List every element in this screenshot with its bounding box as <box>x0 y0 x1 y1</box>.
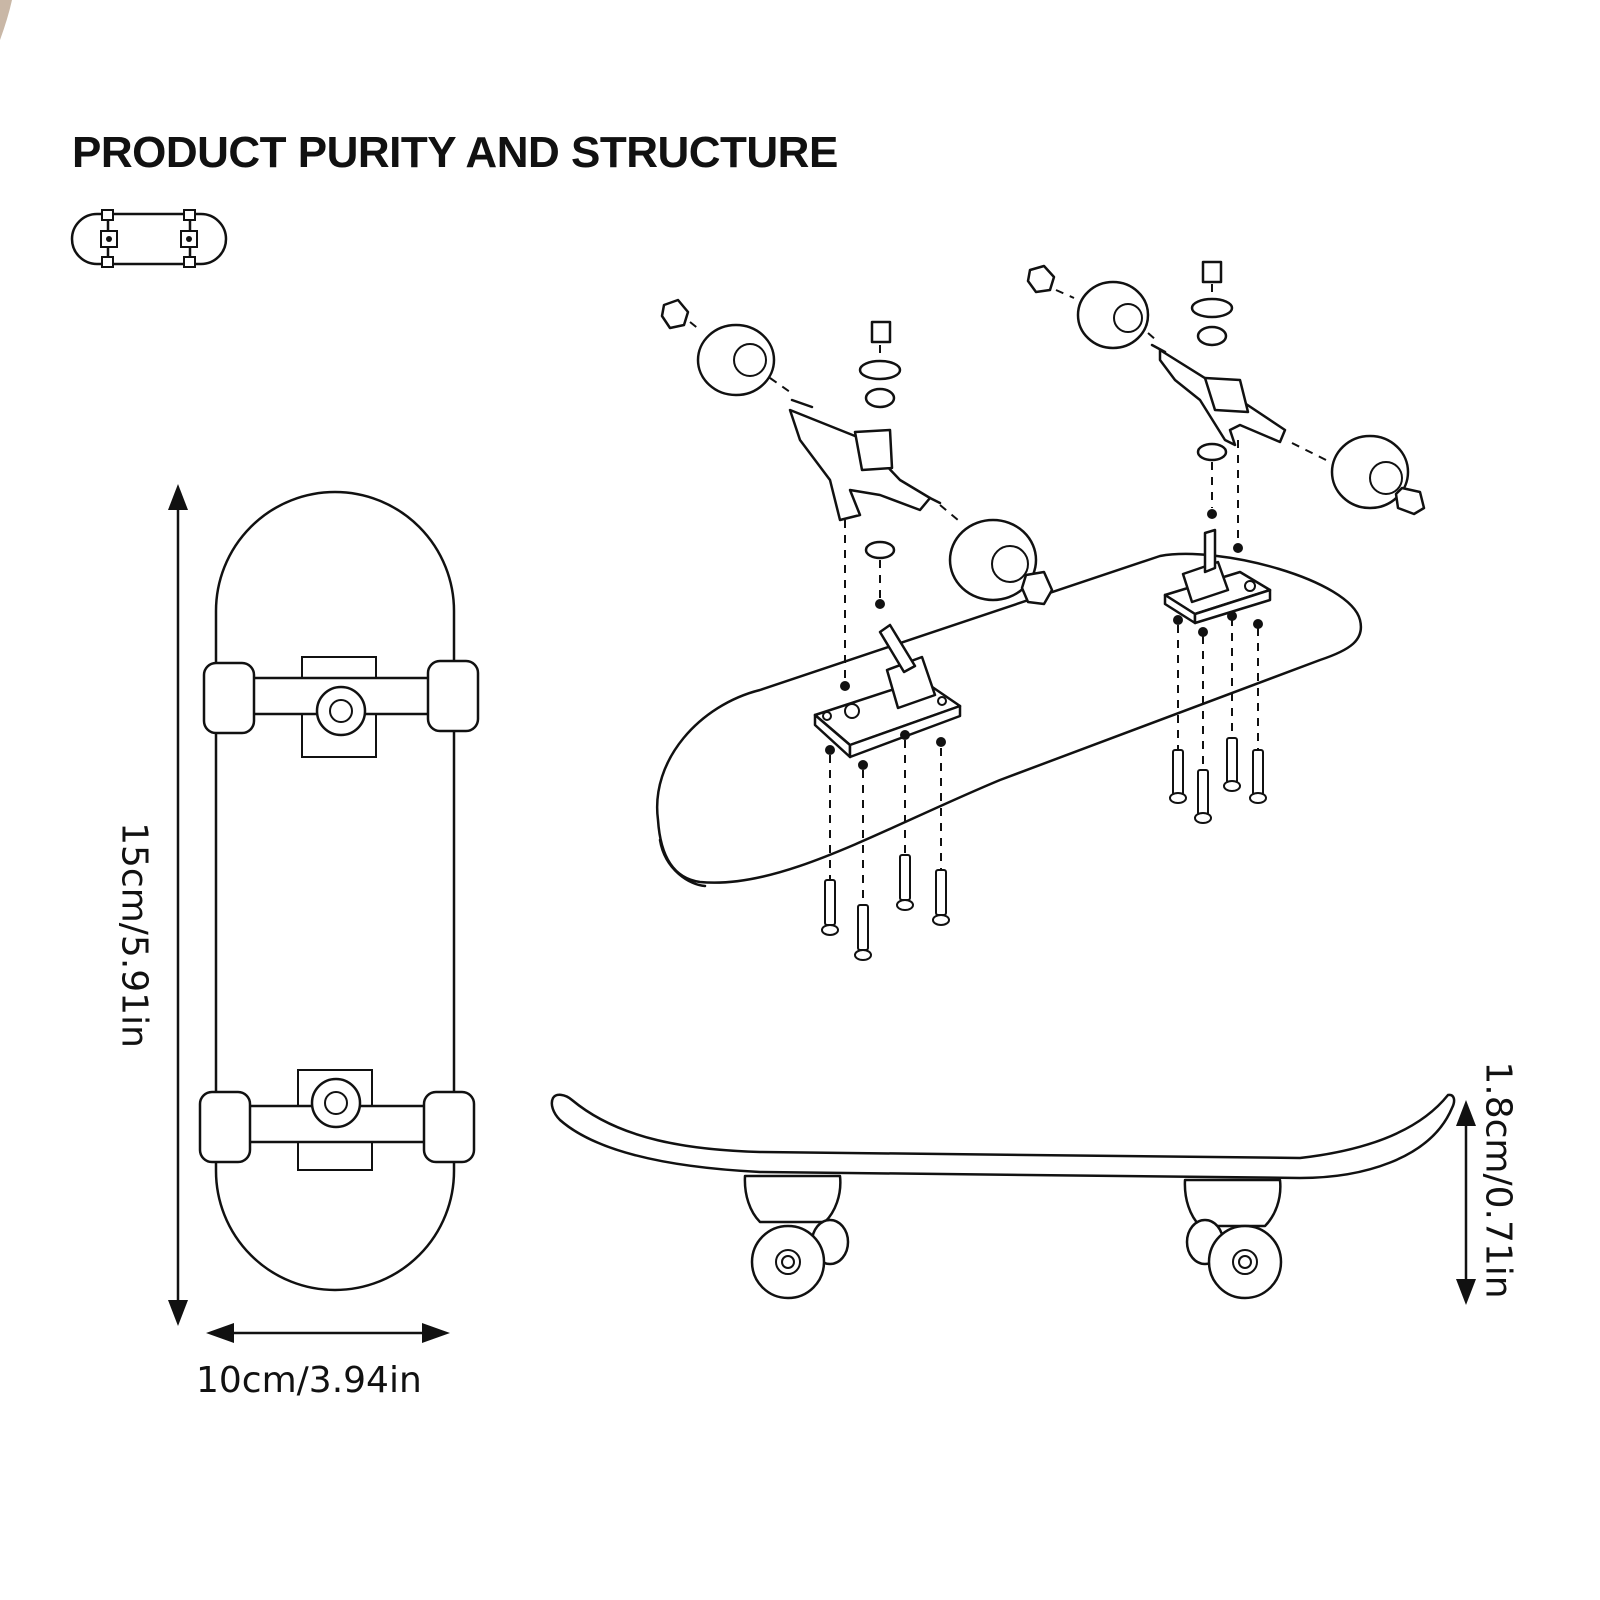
wheel <box>426 659 480 733</box>
rear-truck <box>198 1069 476 1171</box>
exploded-wheel <box>1330 434 1410 510</box>
page-title: PRODUCT PURITY AND STRUCTURE <box>72 128 838 177</box>
mounting-guides <box>825 440 1263 905</box>
front-truck <box>202 656 480 758</box>
length-label: 15cm/5.91in <box>113 822 155 1048</box>
corner-decoration <box>0 0 12 40</box>
wheel <box>422 1090 476 1164</box>
wheel <box>202 661 256 735</box>
exploded-wheel <box>948 518 1038 602</box>
rear-baseplate <box>1163 528 1272 625</box>
width-dimension-arrow <box>206 1323 450 1343</box>
front-baseplate <box>813 623 962 759</box>
deck-isometric <box>655 552 1363 884</box>
side-rear-truck <box>1183 1178 1283 1300</box>
thickness-dimension-arrow <box>1456 1100 1476 1305</box>
deck-side <box>550 1093 1456 1180</box>
wheel <box>198 1090 252 1164</box>
axle-guides <box>689 284 1331 521</box>
mounting-screws <box>821 737 1267 961</box>
rear-hanger <box>1150 343 1287 447</box>
side-view-skateboard <box>550 1093 1456 1300</box>
length-dimension-arrow <box>168 484 188 1326</box>
exploded-view <box>655 260 1426 961</box>
exploded-wheel <box>696 323 776 397</box>
front-hanger <box>788 398 942 522</box>
washers <box>858 297 1234 560</box>
side-front-truck <box>743 1174 850 1300</box>
exploded-wheel <box>1076 280 1150 350</box>
thickness-label: 1.8cm/0.71in <box>1477 1061 1519 1299</box>
top-view-skateboard <box>198 490 480 1292</box>
deck-outline <box>214 490 456 1292</box>
thumbnail-skateboard <box>70 209 228 268</box>
axle-nuts <box>660 260 1426 606</box>
width-label: 10cm/3.94in <box>196 1360 422 1401</box>
